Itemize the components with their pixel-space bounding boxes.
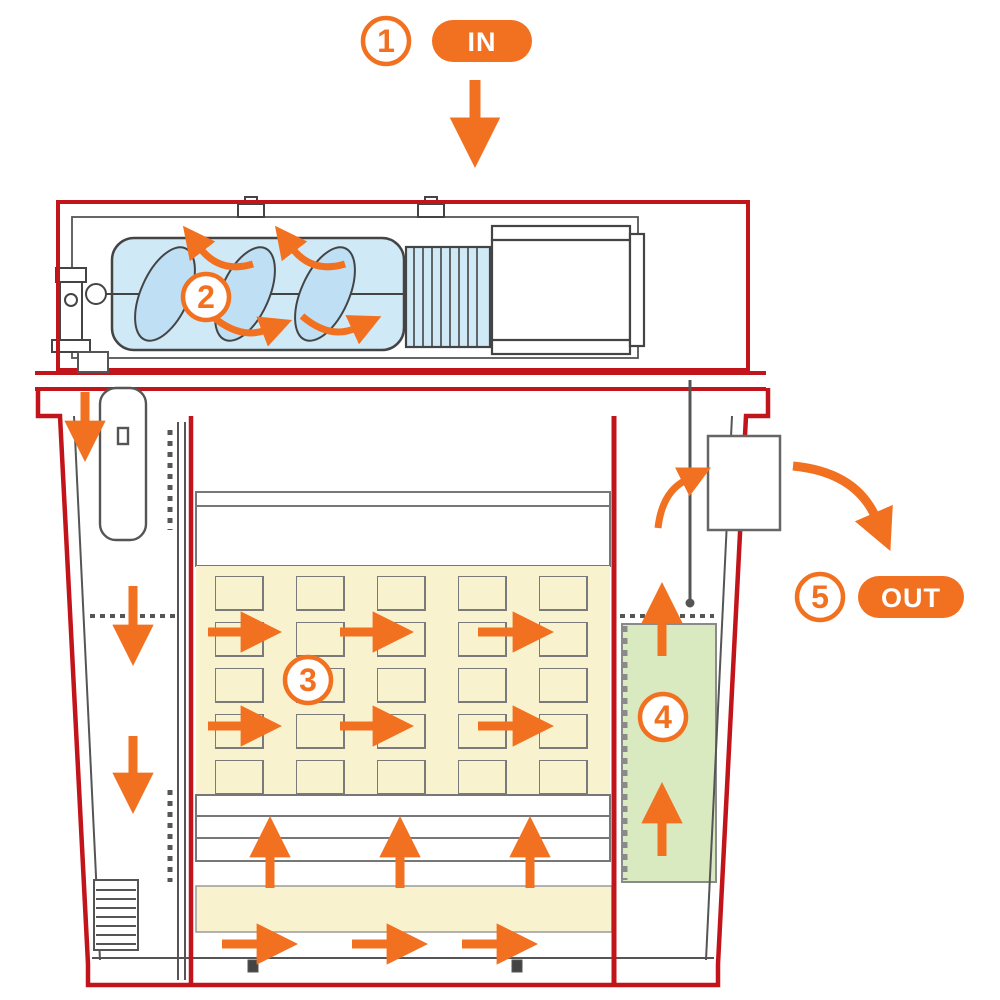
step-4-number: 4 [654,699,672,735]
floor-slot [247,959,259,973]
top-housing-outline [56,200,750,372]
step-markers: 1 IN 2 3 4 5 OUT [180,15,964,743]
filter-media-grid [196,566,610,795]
flow-arrow-out [792,461,893,552]
inlet-spout [77,351,109,373]
motor [490,224,646,356]
corrugated-panel-top [195,491,611,567]
step-3-marker: 3 [282,654,334,706]
green-filter-panel [621,623,717,883]
outlet-port [706,434,782,532]
ribbed-coupling [404,245,492,349]
flow-arrow-auger-2 [274,225,347,271]
step-4-marker: 4 [637,691,689,743]
floor-slot [511,959,523,973]
level-canister [98,386,148,542]
flow-arrow-auger-1 [182,225,255,271]
bottom-media-strip [195,885,613,933]
standpipe-tip [685,598,695,608]
internal-details [73,351,733,980]
step-1-number: 1 [377,23,395,59]
left-inner-wall [167,422,186,980]
step-1-marker: 1 [360,15,412,67]
out-badge-label: OUT [881,583,941,613]
flow-arrow-auger-4 [299,313,382,345]
step-5-number: 5 [811,579,829,615]
step-2-number: 2 [197,279,215,315]
auger-blades [134,246,356,342]
tank-outline [35,388,771,988]
in-badge-label: IN [468,27,497,57]
step-2-marker: 2 [180,271,232,323]
shaft-end [85,283,107,305]
flow-arrows [64,80,893,965]
out-badge: OUT [858,576,964,618]
step-5-marker: 5 [794,571,846,623]
bottom-grate [93,879,139,951]
flange-rim [35,371,766,391]
flow-arrow-to-outlet [654,467,712,529]
step-3-number: 3 [299,662,317,698]
in-badge: IN [432,20,532,62]
corrugated-panel-bottom [195,794,611,862]
